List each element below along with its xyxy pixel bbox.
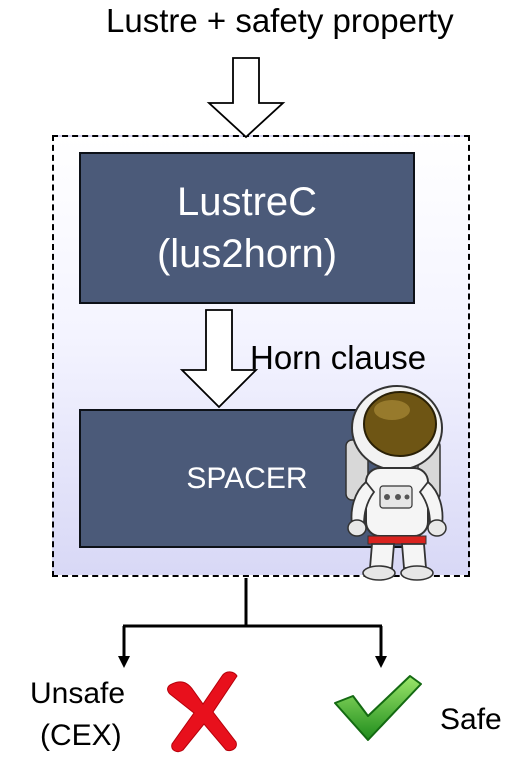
- lustrec-title: LustreC: [176, 180, 318, 224]
- unsafe-label: Unsafe: [30, 677, 126, 710]
- safe-arrowhead: [375, 656, 387, 668]
- lustrec-subtitle: (lus2horn): [156, 232, 338, 276]
- check-icon: [334, 675, 422, 741]
- cex-label: (CEX): [40, 719, 122, 752]
- horn-clause-label: Horn clause: [250, 339, 427, 376]
- input-arrow: [206, 57, 286, 139]
- horn-arrow: [179, 309, 259, 409]
- safe-label: Safe: [440, 703, 502, 736]
- unsafe-arrowhead: [118, 656, 130, 668]
- cross-icon: [167, 671, 238, 753]
- lustrec-box: LustreC (lus2horn): [79, 152, 415, 304]
- input-label: Lustre + safety property: [106, 2, 454, 39]
- astronaut-icon: [345, 385, 447, 581]
- spacer-label: SPACER: [186, 461, 308, 495]
